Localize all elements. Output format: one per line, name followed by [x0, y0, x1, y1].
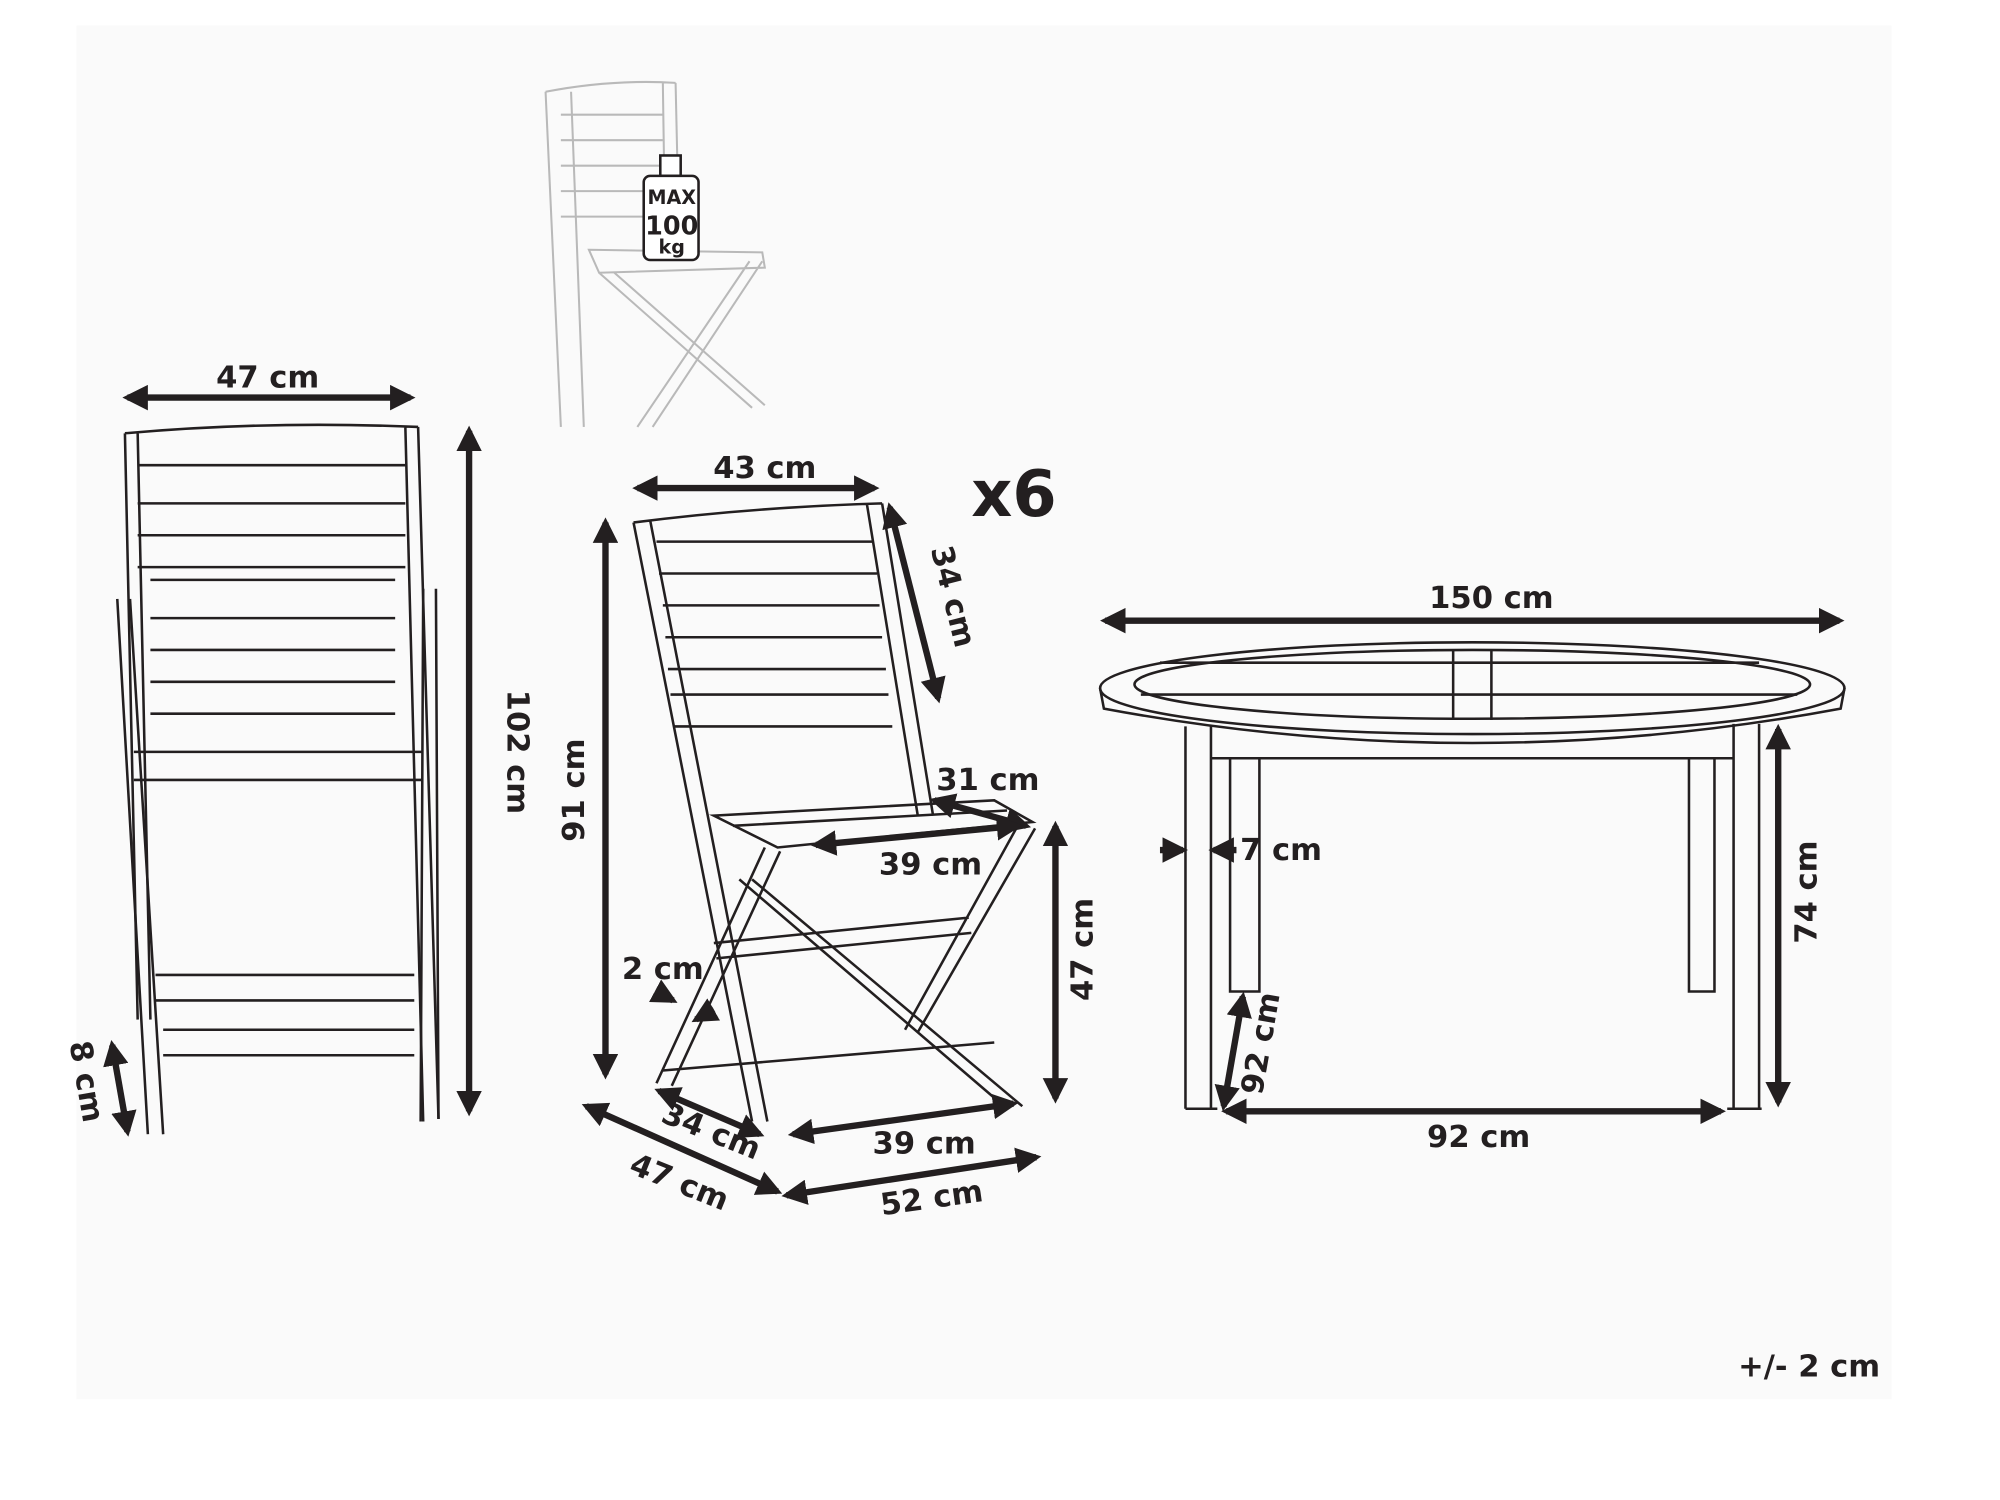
table-height-label: 74 cm	[1789, 841, 1824, 944]
table-diameter-label: 150 cm	[1429, 581, 1553, 616]
chair-height-label: 91 cm	[557, 739, 592, 842]
load-capacity-chair-illustration: MAX 100 kg	[544, 80, 767, 428]
weight-value: 100	[645, 211, 698, 241]
leg-width-label: 7 cm	[1240, 833, 1322, 868]
table-drawing: 150 cm 7 cm 74 cm 92 cm 92 cm	[1098, 581, 1846, 1155]
weight-icon: MAX 100 kg	[642, 154, 700, 262]
leg-span-width-label: 92 cm	[1427, 1120, 1530, 1155]
depth-arrow	[103, 1040, 137, 1137]
seat-width-label: 39 cm	[879, 847, 982, 882]
quantity-label: x6	[971, 458, 1056, 532]
folded-width-label: 47 cm	[216, 360, 319, 395]
seat-height-label: 47 cm	[1065, 898, 1100, 1001]
chair-width-label: 43 cm	[713, 451, 816, 486]
tolerance-note: +/- 2 cm	[1738, 1349, 1880, 1384]
seat-depth-label: 31 cm	[936, 763, 1039, 798]
folded-height-label: 102 cm	[499, 690, 534, 814]
weight-max-label: MAX	[647, 186, 696, 209]
slat-label: 2 cm	[622, 952, 704, 987]
weight-unit: kg	[659, 236, 685, 259]
base-width-inner-label: 39 cm	[873, 1126, 976, 1161]
